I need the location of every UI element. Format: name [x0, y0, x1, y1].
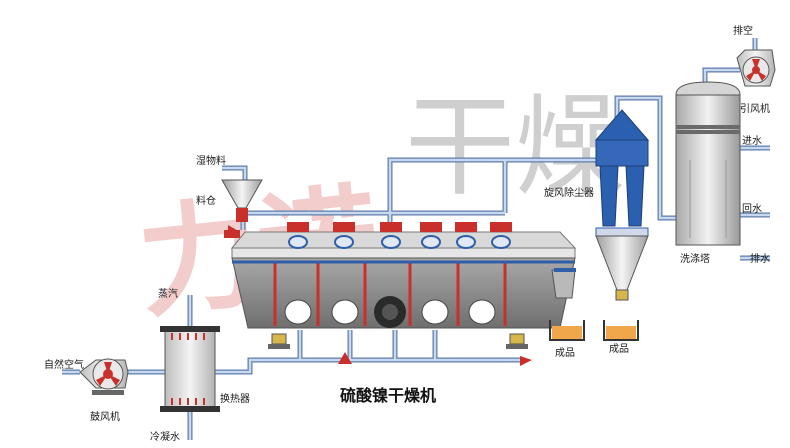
label-steam: 蒸汽: [158, 287, 178, 300]
label-condensate: 冷凝水: [150, 430, 180, 443]
label-natural-air: 自然空气: [44, 358, 84, 371]
label-water-return: 回水: [742, 203, 762, 215]
scrubber-tower-icon: [675, 81, 741, 246]
heat-exchanger-icon: [160, 326, 220, 412]
label-wet-material: 湿物料: [196, 154, 226, 167]
label-hopper: 料仓: [196, 194, 216, 207]
label-water-in: 进水: [742, 135, 762, 147]
label-scrubber: 洗涤塔: [680, 252, 710, 265]
product-bin-1: [549, 320, 585, 341]
label-cyclone: 旋风除尘器: [544, 186, 594, 199]
blower-fan-icon: [79, 358, 129, 395]
fluid-bed-dryer: [230, 222, 577, 349]
vibration-motor-icon: [374, 296, 406, 328]
watermark-gray: 干燥: [405, 83, 625, 211]
label-induced-fan: 引风机: [740, 102, 770, 115]
label-heat-exchanger: 换热器: [220, 392, 250, 405]
label-water-out: 排水: [750, 252, 770, 265]
label-exhaust: 排空: [733, 24, 753, 37]
label-product-2: 成品: [609, 343, 629, 355]
label-blower: 鼓风机: [90, 410, 120, 423]
cyclone-icon: [594, 109, 650, 301]
hopper-icon: [221, 179, 263, 238]
product-bin-2: [603, 320, 639, 341]
diagram-title: 硫酸镍干燥机: [340, 386, 436, 405]
label-product-1: 成品: [555, 347, 575, 359]
induced-fan-icon: [736, 49, 776, 87]
arrow-icon: [338, 352, 352, 364]
arrow-icon: [520, 356, 532, 366]
